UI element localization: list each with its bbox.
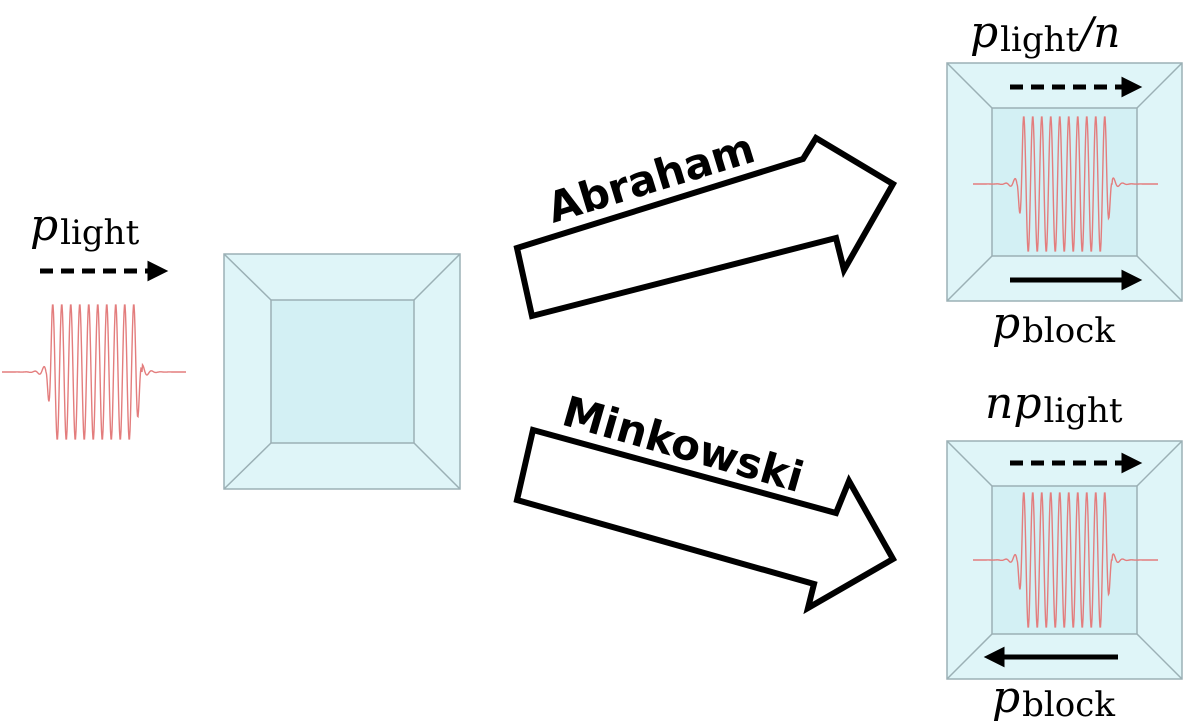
incoming-momentum-label: plight [30,200,140,253]
abraham-light-pulse [973,116,1158,252]
minkowski-block-momentum-label: pblock [992,672,1115,722]
abraham-block-momentum-label: pblock [992,298,1115,351]
minkowski-light-momentum-label: nplight [985,378,1123,431]
abraham-arrow [513,133,898,320]
minkowski-light-pulse [973,492,1158,628]
incoming-light-pulse [2,304,186,440]
abraham-light-momentum-label: plight/n [970,7,1120,60]
minkowski-arrow [513,426,898,615]
abraham-result-block [946,62,1183,302]
dielectric-block [223,253,461,490]
